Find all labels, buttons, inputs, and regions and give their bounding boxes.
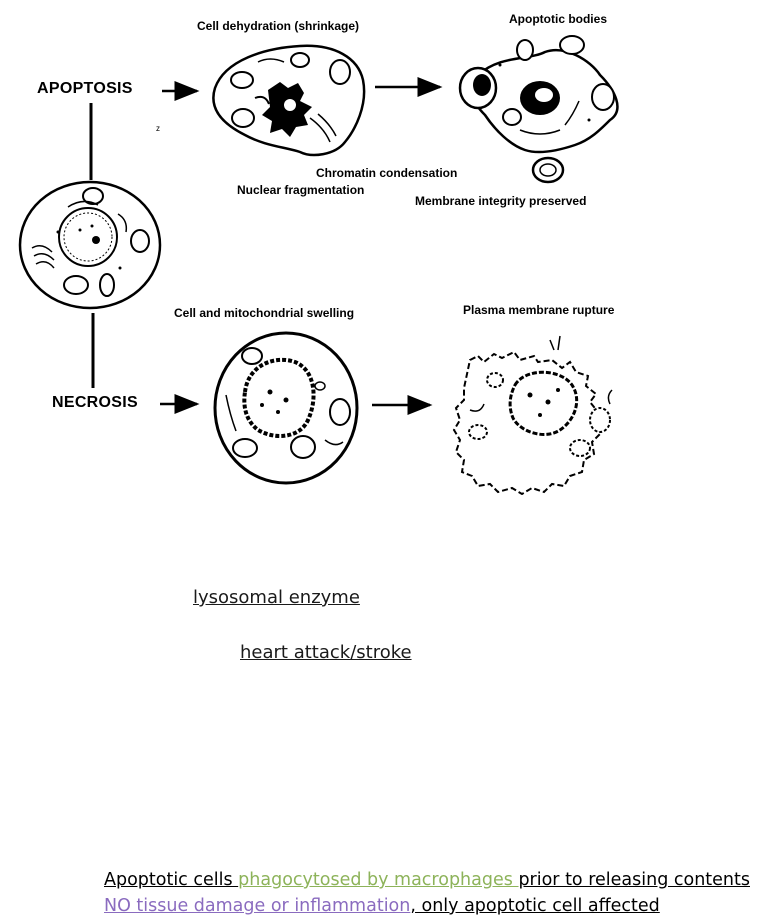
footer-line2-part2: , only apoptotic cell affected	[410, 896, 660, 916]
swollen-cell	[213, 331, 359, 485]
necrosis-step2-label: Plasma membrane rupture	[463, 303, 615, 317]
footer-line1-part1: Apoptotic cells	[104, 870, 239, 890]
normal-cell	[18, 180, 162, 310]
note-lysosomal-enzyme: lysosomal enzyme	[193, 587, 360, 608]
note-heart-attack-stroke: heart attack/stroke	[240, 642, 412, 663]
apoptosis-label: APOPTOSIS	[37, 80, 133, 97]
apoptotic-bodies	[458, 35, 619, 184]
chromatin-label: Chromatin condensation	[316, 166, 458, 180]
stray-mark: z	[156, 124, 160, 133]
footer-line-2: NO tissue damage or inflammation, only a…	[104, 896, 660, 916]
footer-line2-part1: NO tissue damage or inflammation	[104, 896, 411, 916]
necrosis-step1-label: Cell and mitochondrial swelling	[174, 306, 355, 320]
ruptured-cell	[452, 335, 613, 495]
apoptosis-step1-label: Cell dehydration (shrinkage)	[197, 19, 360, 33]
cell-death-diagram	[18, 35, 619, 495]
footer-line1-part2: phagocytosed by macrophages	[238, 870, 519, 890]
apoptosis-step2-label: Apoptotic bodies	[509, 12, 607, 26]
footer-line1-part3: prior to releasing contents	[518, 870, 750, 890]
nuclear-label: Nuclear fragmentation	[237, 183, 365, 197]
necrosis-label: NECROSIS	[52, 394, 138, 411]
shrinking-cell	[212, 44, 366, 157]
membrane-preserved-label: Membrane integrity preserved	[415, 194, 587, 208]
footer-line-1: Apoptotic cells phagocytosed by macropha…	[104, 870, 750, 890]
